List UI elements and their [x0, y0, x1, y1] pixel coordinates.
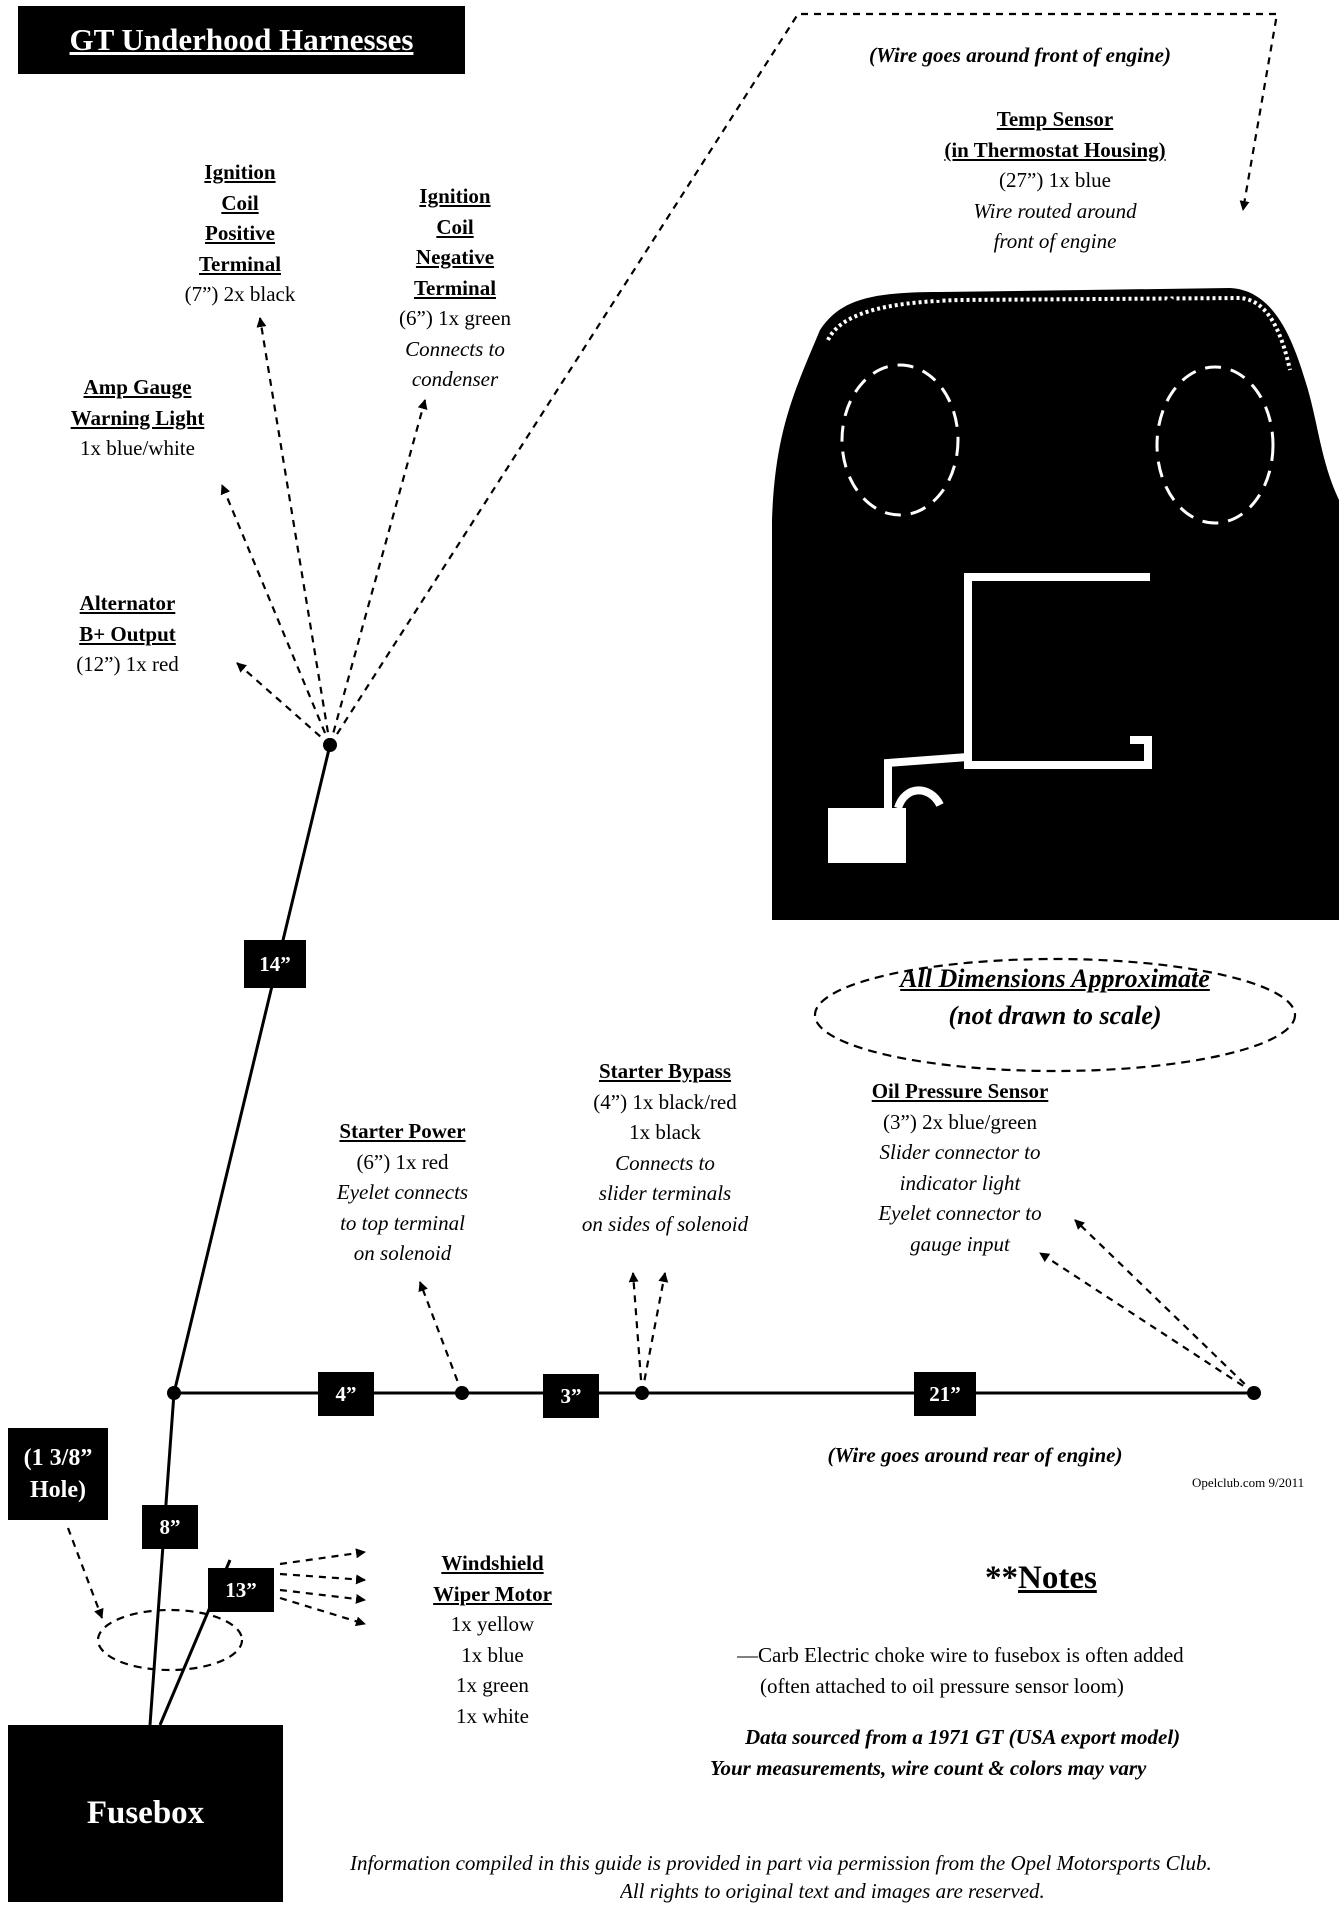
dim-branch-a: 4” — [318, 1372, 374, 1416]
oil-head-1: Oil Pressure Sensor — [871, 1079, 1049, 1103]
approx-line-1: All Dimensions Approximate — [900, 964, 1210, 993]
hole-line-1: (1 3/8” — [23, 1445, 93, 1471]
approx-line-2: (not drawn to scale) — [948, 1001, 1162, 1030]
page-title-text: GT Underhood Harnesses — [69, 22, 414, 57]
wiper-head-2: Wiper Motor — [433, 1581, 552, 1606]
dim-branch-b: 3” — [543, 1374, 599, 1418]
power-line-1: (6”) 1x red — [356, 1149, 449, 1174]
notes-line-4: Your measurements, wire count & colors m… — [710, 1756, 1147, 1780]
power-head-1: Starter Power — [339, 1119, 466, 1143]
ignneg-head-3: Negative — [415, 245, 495, 269]
bypass-italic-3: on sides of solenoid — [581, 1211, 749, 1236]
label-oil-pressure: Oil Pressure Sensor (3”) 2x blue/green S… — [840, 1076, 1080, 1259]
approx-ellipse — [813, 957, 1297, 1073]
ignpos-head-1: Ignition — [204, 160, 276, 184]
ignneg-italic-1: Connects to — [405, 336, 505, 361]
temp-italic-2: front of engine — [993, 229, 1117, 253]
alt-head-2: B+ Output — [79, 621, 176, 646]
wiper-line-2: 1x blue — [461, 1642, 524, 1667]
dim-branch-c: 21” — [914, 1372, 976, 1416]
ignneg-head-1: Ignition — [419, 184, 491, 208]
power-italic-3: on solenoid — [353, 1241, 452, 1265]
disclaimer-line-2: All rights to original text and images a… — [620, 1879, 1045, 1903]
ignneg-head-2: Coil — [436, 214, 474, 239]
fusebox: Fusebox — [8, 1725, 283, 1902]
ignneg-line-1: (6”) 1x green — [399, 306, 511, 330]
ignpos-head-4: Terminal — [198, 251, 282, 276]
bypass-italic-2: slider terminals — [598, 1181, 732, 1205]
temp-line-1: (27”) 1x blue — [999, 168, 1111, 192]
alt-line-1: (12”) 1x red — [76, 652, 179, 676]
label-alternator: Alternator B+ Output (12”) 1x red — [45, 588, 210, 680]
ignpos-head-2: Coil — [221, 190, 259, 215]
temp-head-1: Temp Sensor — [996, 107, 1114, 131]
ignneg-head-4: Terminal — [413, 275, 497, 300]
bypass-line-1: (4”) 1x black/red — [593, 1089, 737, 1114]
bypass-head-1: Starter Bypass — [598, 1059, 732, 1083]
temp-italic-1: Wire routed around — [973, 198, 1137, 223]
notes-line-2: (often attached to oil pressure sensor l… — [760, 1674, 1124, 1698]
ignpos-line-1: (7”) 2x black — [184, 282, 296, 306]
hole-label: (1 3/8” Hole) — [8, 1428, 108, 1520]
alt-head-1: Alternator — [79, 591, 176, 615]
label-amp-gauge: Amp Gauge Warning Light 1x blue/white — [35, 372, 240, 464]
wiper-head-1: Windshield — [441, 1551, 544, 1575]
label-ignition-positive: Ignition Coil Positive Terminal (7”) 2x … — [150, 157, 330, 310]
dim-main-trunk: 14” — [244, 940, 306, 988]
label-temp-sensor: Temp Sensor (in Thermostat Housing) (27”… — [875, 104, 1235, 257]
hole-line-2: Hole) — [30, 1477, 86, 1503]
label-ignition-negative: Ignition Coil Negative Terminal (6”) 1x … — [360, 181, 550, 395]
notes-heading: **Notes — [985, 1560, 1097, 1597]
temp-head-2: (in Thermostat Housing) — [944, 137, 1166, 162]
engine-outline — [772, 288, 1339, 920]
page-title: GT Underhood Harnesses — [18, 6, 465, 74]
amp-line-1: 1x blue/white — [80, 436, 195, 460]
power-italic-2: to top terminal — [340, 1210, 465, 1235]
ignpos-head-3: Positive — [205, 221, 275, 245]
notes-line-1: —Carb Electric choke wire to fusebox is … — [737, 1643, 1184, 1667]
wiper-line-4: 1x white — [456, 1703, 529, 1728]
notes-heading-prefix: ** — [985, 1560, 1018, 1596]
amp-head-2: Warning Light — [70, 405, 205, 430]
notes-heading-text: Notes — [1018, 1560, 1097, 1596]
label-starter-power: Starter Power (6”) 1x red Eyelet connect… — [300, 1116, 505, 1269]
oil-line-1: (3”) 2x blue/green — [883, 1109, 1037, 1134]
amp-head-1: Amp Gauge — [83, 375, 192, 399]
label-wiper-motor: Windshield Wiper Motor 1x yellow 1x blue… — [405, 1548, 580, 1731]
bypass-line-2: 1x black — [629, 1120, 701, 1144]
oil-italic-4: gauge input — [910, 1231, 1010, 1256]
dim-wiper: 13” — [208, 1568, 274, 1612]
wiper-line-1: 1x yellow — [450, 1612, 535, 1636]
rear-engine-note: (Wire goes around rear of engine) — [827, 1443, 1123, 1467]
power-italic-1: Eyelet connects — [336, 1180, 469, 1204]
dim-lower-trunk: 8” — [142, 1505, 198, 1549]
dashed-arrows — [66, 12, 1279, 1627]
notes-line-3: Data sourced from a 1971 GT (USA export … — [745, 1725, 1181, 1749]
oil-italic-2: indicator light — [899, 1170, 1021, 1195]
grommet-hole — [96, 1608, 244, 1672]
ignneg-italic-2: condenser — [411, 367, 499, 391]
wiper-line-3: 1x green — [456, 1673, 529, 1697]
credit: Opelclub.com 9/2011 — [1192, 1475, 1305, 1490]
oil-italic-1: Slider connector to — [879, 1140, 1041, 1164]
fusebox-label: Fusebox — [86, 1795, 205, 1831]
disclaimer-line-1: Information compiled in this guide is pr… — [350, 1851, 1212, 1875]
approx-note: All Dimensions Approximate (not drawn to… — [835, 960, 1275, 1034]
oil-italic-3: Eyelet connector to — [878, 1201, 1042, 1225]
front-engine-note: (Wire goes around front of engine) — [869, 43, 1171, 67]
bypass-italic-1: Connects to — [615, 1150, 715, 1175]
label-starter-bypass: Starter Bypass (4”) 1x black/red 1x blac… — [545, 1056, 785, 1239]
